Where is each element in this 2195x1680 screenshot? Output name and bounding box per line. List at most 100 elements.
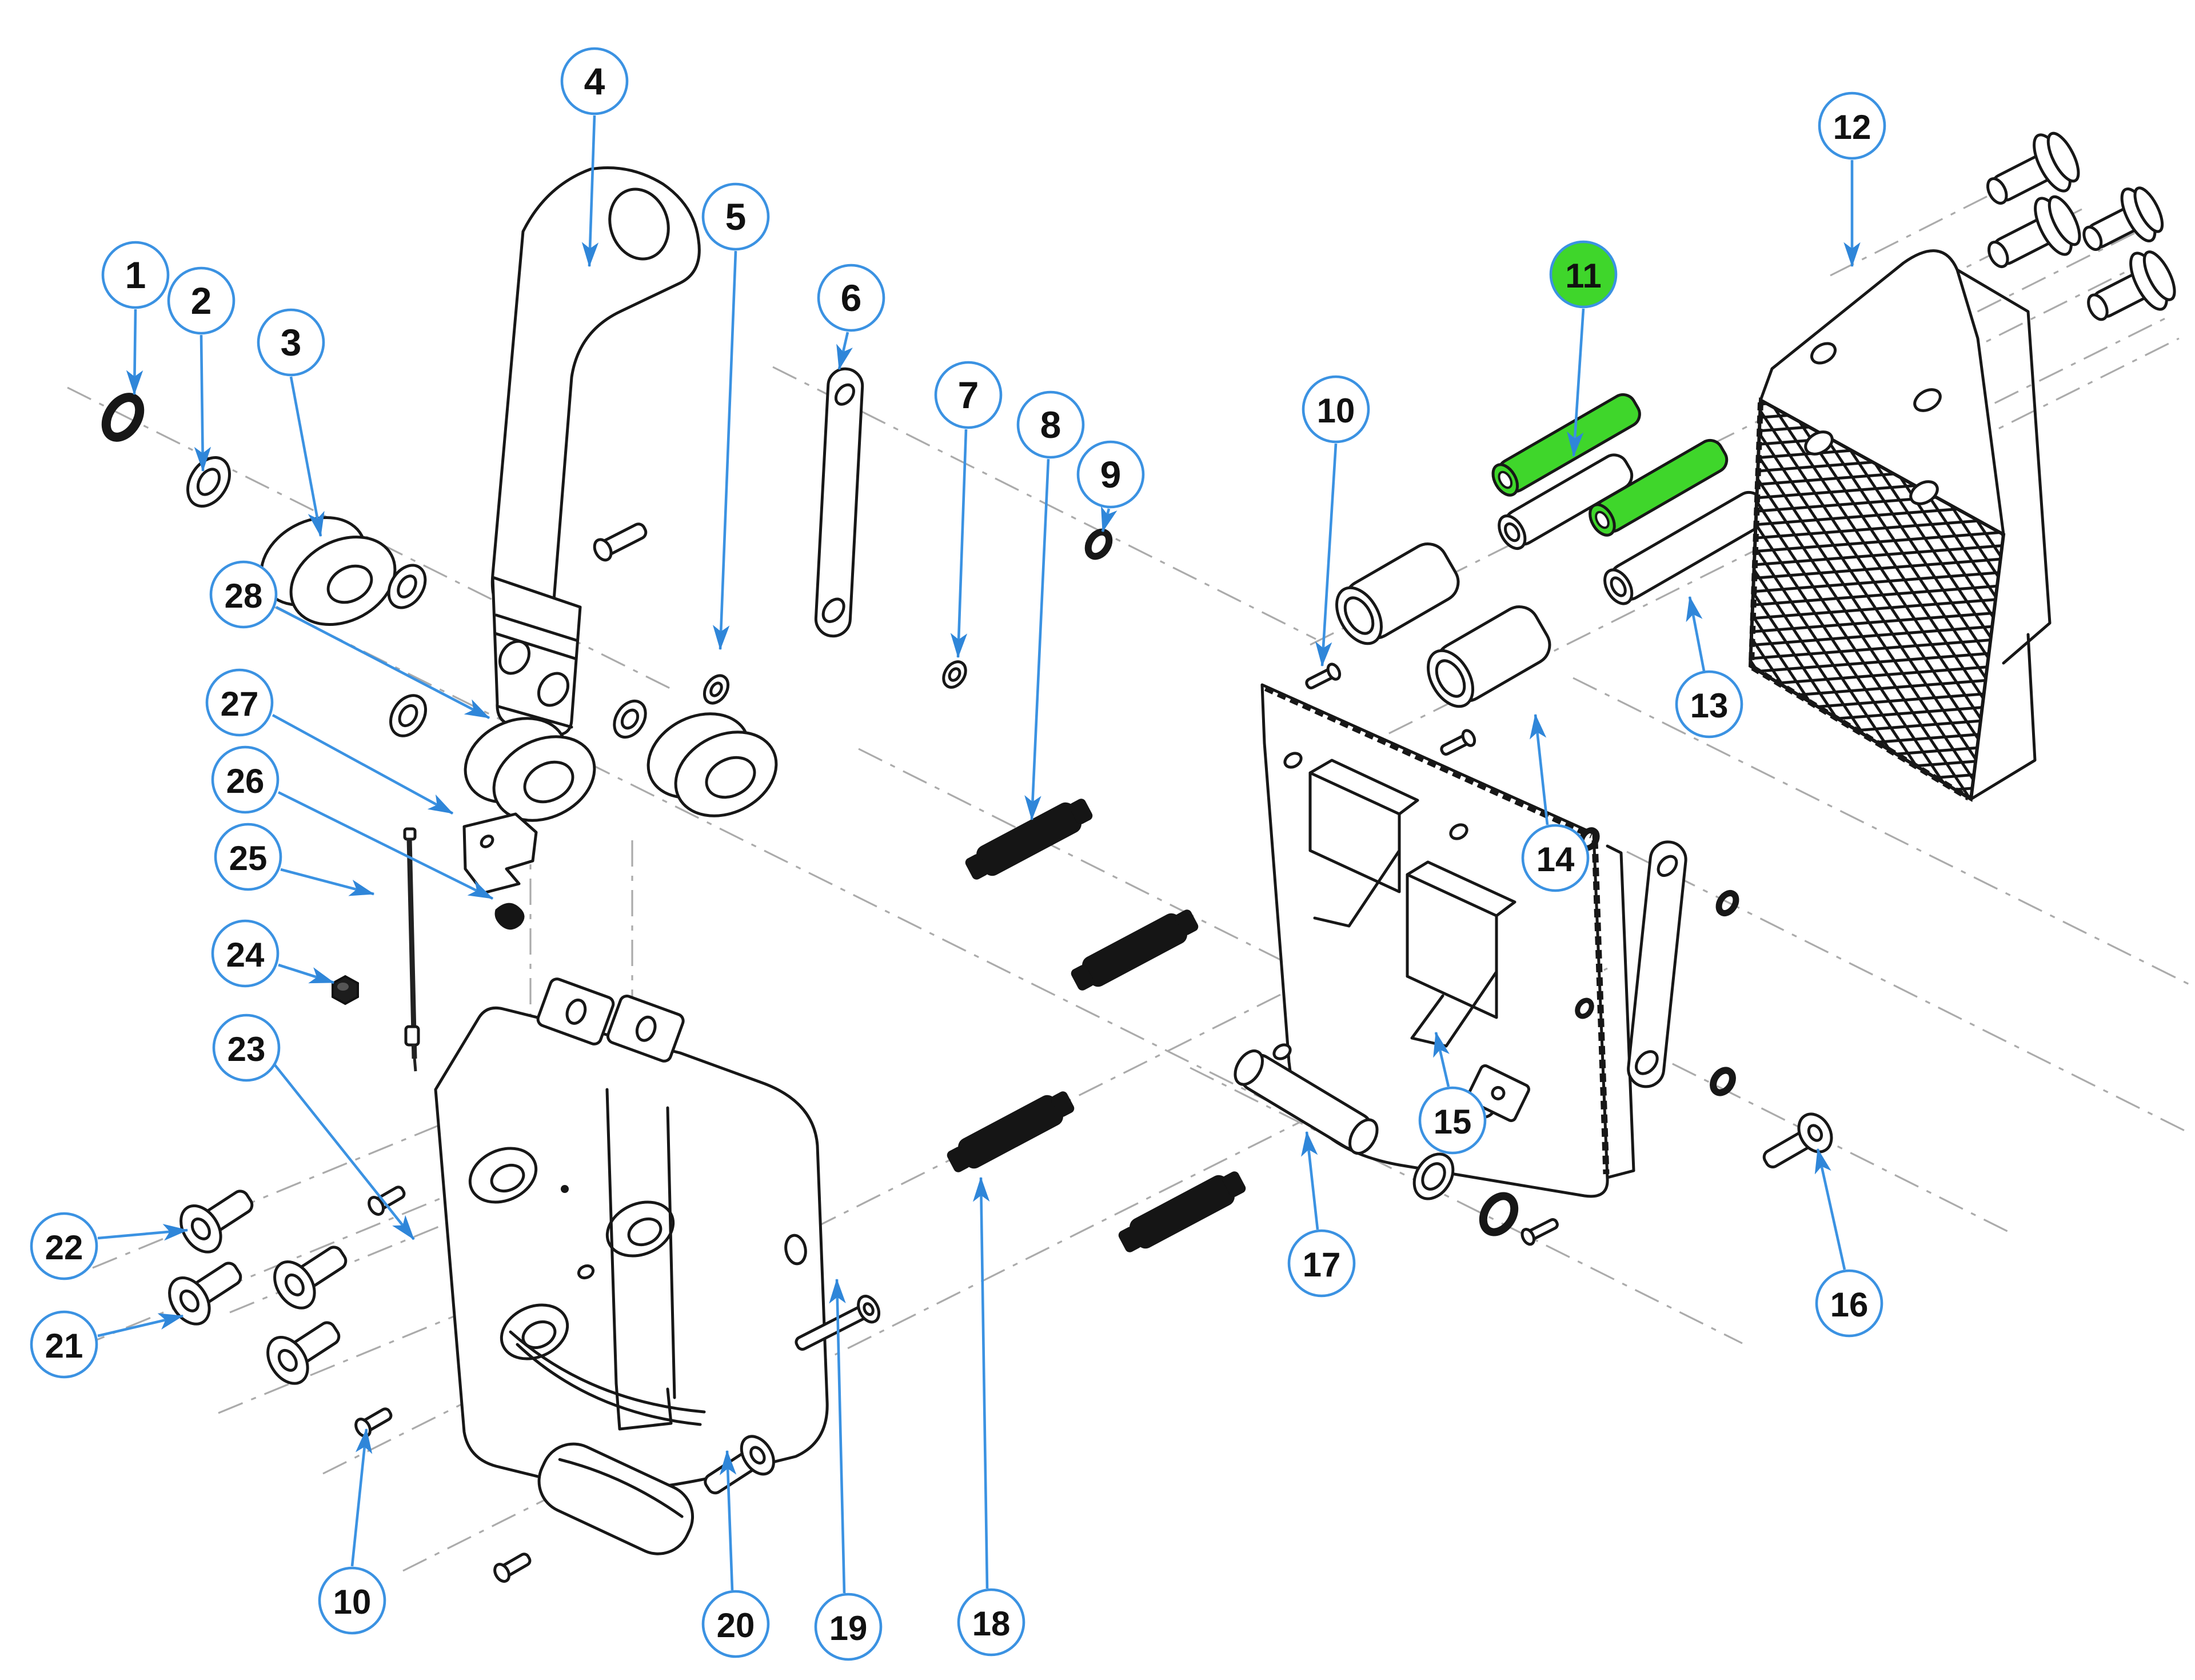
callout-number-23: 23 bbox=[228, 1030, 266, 1068]
leader-arrow-17 bbox=[1301, 1131, 1319, 1230]
callout-bubble-28[interactable] bbox=[209, 560, 278, 629]
callout-9[interactable]: 9 bbox=[1076, 440, 1145, 533]
screw-22 bbox=[179, 1190, 254, 1254]
callout-bubble-12[interactable] bbox=[1818, 91, 1886, 160]
callout-bubble-19[interactable] bbox=[814, 1593, 883, 1661]
callout-bubble-2[interactable] bbox=[167, 266, 236, 335]
callout-15[interactable]: 15 bbox=[1418, 1031, 1487, 1155]
callout-10[interactable]: 10 bbox=[1302, 375, 1370, 667]
bearing-3 bbox=[260, 516, 397, 626]
washer-small bbox=[613, 699, 647, 739]
roller-right bbox=[646, 712, 778, 817]
callout-number-25: 25 bbox=[229, 839, 268, 877]
link-strap-6 bbox=[814, 367, 864, 638]
rivet-pin bbox=[1988, 195, 2081, 268]
callout-bubble-18[interactable] bbox=[957, 1588, 1025, 1657]
callout-4[interactable]: 4 bbox=[560, 47, 629, 268]
callout-bubble-11[interactable] bbox=[1549, 240, 1618, 309]
washer bbox=[1412, 1152, 1455, 1200]
callout-bubble-14[interactable] bbox=[1521, 824, 1590, 892]
pin-screw bbox=[1440, 729, 1476, 756]
callout-bubble-13[interactable] bbox=[1675, 670, 1743, 739]
callout-5[interactable]: 5 bbox=[701, 182, 770, 651]
callout-bubble-6[interactable] bbox=[817, 264, 885, 332]
body-23 bbox=[434, 977, 829, 1492]
callout-number-14: 14 bbox=[1536, 840, 1575, 879]
stud bbox=[1118, 1171, 1246, 1252]
callout-24[interactable]: 24 bbox=[211, 919, 335, 988]
callout-number-6: 6 bbox=[841, 277, 862, 319]
body-foot bbox=[537, 1442, 695, 1555]
callout-bubble-17[interactable] bbox=[1287, 1229, 1356, 1298]
o-ring-small bbox=[1710, 1067, 1736, 1096]
callout-7[interactable]: 7 bbox=[934, 361, 1003, 659]
callout-bubble-20[interactable] bbox=[701, 1590, 770, 1658]
callout-bubble-4[interactable] bbox=[560, 47, 629, 115]
callout-number-11: 11 bbox=[1565, 257, 1601, 295]
callout-bubble-5[interactable] bbox=[701, 182, 770, 251]
callout-1[interactable]: 1 bbox=[101, 241, 170, 396]
tube-spacer-white bbox=[1498, 453, 1634, 550]
callout-number-16: 16 bbox=[1830, 1286, 1869, 1324]
callout-number-19: 19 bbox=[829, 1609, 868, 1647]
stud-18 bbox=[947, 1091, 1075, 1172]
callout-26[interactable]: 26 bbox=[211, 745, 494, 900]
callout-20[interactable]: 20 bbox=[701, 1450, 770, 1658]
callout-bubble-23[interactable] bbox=[212, 1013, 281, 1082]
callout-12[interactable]: 12 bbox=[1818, 91, 1886, 268]
callout-11-highlighted[interactable]: 11 bbox=[1549, 240, 1618, 457]
callout-bubble-7[interactable] bbox=[934, 361, 1003, 429]
screw-16 bbox=[1762, 1112, 1833, 1168]
callout-bubble-25[interactable] bbox=[214, 823, 282, 891]
screw-21 bbox=[168, 1262, 242, 1326]
leader-arrow-21 bbox=[97, 1313, 184, 1338]
callout-21[interactable]: 21 bbox=[30, 1310, 184, 1379]
callout-23[interactable]: 23 bbox=[212, 1013, 415, 1240]
callout-bubble-10[interactable] bbox=[318, 1566, 386, 1635]
leader-arrow-16 bbox=[1814, 1148, 1846, 1270]
callout-bubble-8[interactable] bbox=[1016, 390, 1085, 459]
callout-27[interactable]: 27 bbox=[205, 668, 454, 815]
callout-number-21: 21 bbox=[45, 1327, 83, 1365]
tube-spacer-11b-highlight bbox=[1589, 438, 1729, 537]
callout-bubble-3[interactable] bbox=[257, 308, 325, 377]
callout-number-9: 9 bbox=[1100, 453, 1122, 496]
callout-bubble-9[interactable] bbox=[1076, 440, 1145, 509]
screw bbox=[266, 1321, 341, 1385]
callouts-layer: 1234567891011121314151617181920212223242… bbox=[30, 47, 1886, 1661]
callout-28[interactable]: 28 bbox=[209, 560, 490, 720]
callout-2[interactable]: 2 bbox=[167, 266, 236, 472]
o-ring-1 bbox=[101, 393, 145, 442]
screw-19 bbox=[795, 1295, 881, 1351]
callout-13[interactable]: 13 bbox=[1675, 596, 1743, 739]
callout-bubble-27[interactable] bbox=[205, 668, 274, 737]
callout-25[interactable]: 25 bbox=[214, 823, 375, 896]
callout-6[interactable]: 6 bbox=[817, 264, 885, 370]
leader-arrow-9 bbox=[1101, 506, 1118, 533]
callout-number-18: 18 bbox=[972, 1605, 1011, 1643]
callout-14[interactable]: 14 bbox=[1521, 713, 1590, 892]
callout-bubble-10[interactable] bbox=[1302, 375, 1370, 444]
washer-small bbox=[387, 564, 427, 609]
callout-8[interactable]: 8 bbox=[1016, 390, 1085, 821]
callout-bubble-16[interactable] bbox=[1815, 1269, 1883, 1338]
callout-bubble-1[interactable] bbox=[101, 241, 170, 309]
callout-bubble-24[interactable] bbox=[211, 919, 280, 988]
callout-bubble-26[interactable] bbox=[211, 745, 280, 814]
leader-arrow-22 bbox=[97, 1224, 189, 1241]
callout-bubble-21[interactable] bbox=[30, 1310, 98, 1379]
callout-22[interactable]: 22 bbox=[30, 1212, 189, 1280]
callout-bubble-22[interactable] bbox=[30, 1212, 98, 1280]
callout-3[interactable]: 3 bbox=[257, 308, 325, 537]
callout-18[interactable]: 18 bbox=[957, 1176, 1025, 1657]
callout-17[interactable]: 17 bbox=[1287, 1131, 1356, 1298]
o-ring bbox=[1479, 1192, 1519, 1236]
callout-16[interactable]: 16 bbox=[1814, 1148, 1883, 1338]
callout-10[interactable]: 10 bbox=[318, 1428, 386, 1635]
callout-19[interactable]: 19 bbox=[814, 1278, 883, 1661]
leader-arrow-6 bbox=[836, 332, 853, 370]
callout-bubble-15[interactable] bbox=[1418, 1086, 1487, 1155]
screw-small bbox=[593, 522, 648, 562]
leader-arrow-13 bbox=[1686, 596, 1706, 672]
